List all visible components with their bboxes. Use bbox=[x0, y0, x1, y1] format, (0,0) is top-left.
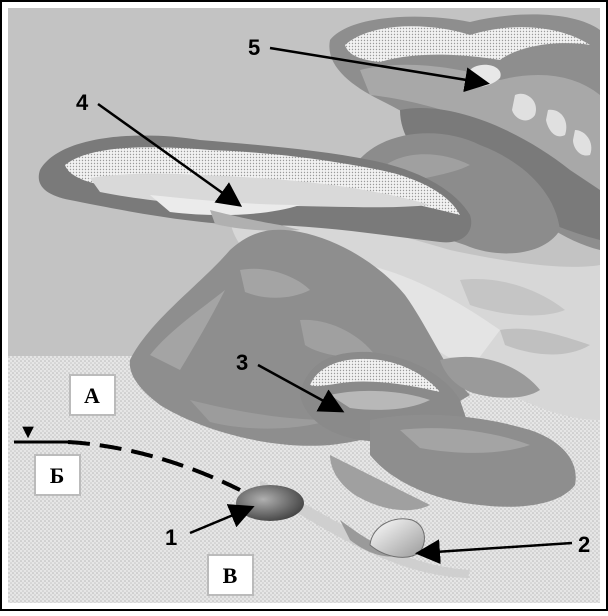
callout-label-2: 2 bbox=[578, 532, 590, 557]
callout-label-4: 4 bbox=[76, 90, 89, 115]
zone-b-box: Б bbox=[35, 455, 80, 495]
zone-b-label: Б bbox=[50, 463, 65, 488]
callout-label-1: 1 bbox=[165, 525, 177, 550]
callout-label-5: 5 bbox=[248, 35, 260, 60]
zone-a-label: А bbox=[84, 383, 100, 408]
zone-a-box: А bbox=[70, 375, 115, 415]
callout-label-3: 3 bbox=[236, 350, 248, 375]
water-level-marker: ▼ bbox=[18, 421, 38, 443]
zone-v-label: В bbox=[223, 563, 238, 588]
zone-v-box: В bbox=[208, 555, 253, 595]
bud-1 bbox=[236, 485, 304, 521]
